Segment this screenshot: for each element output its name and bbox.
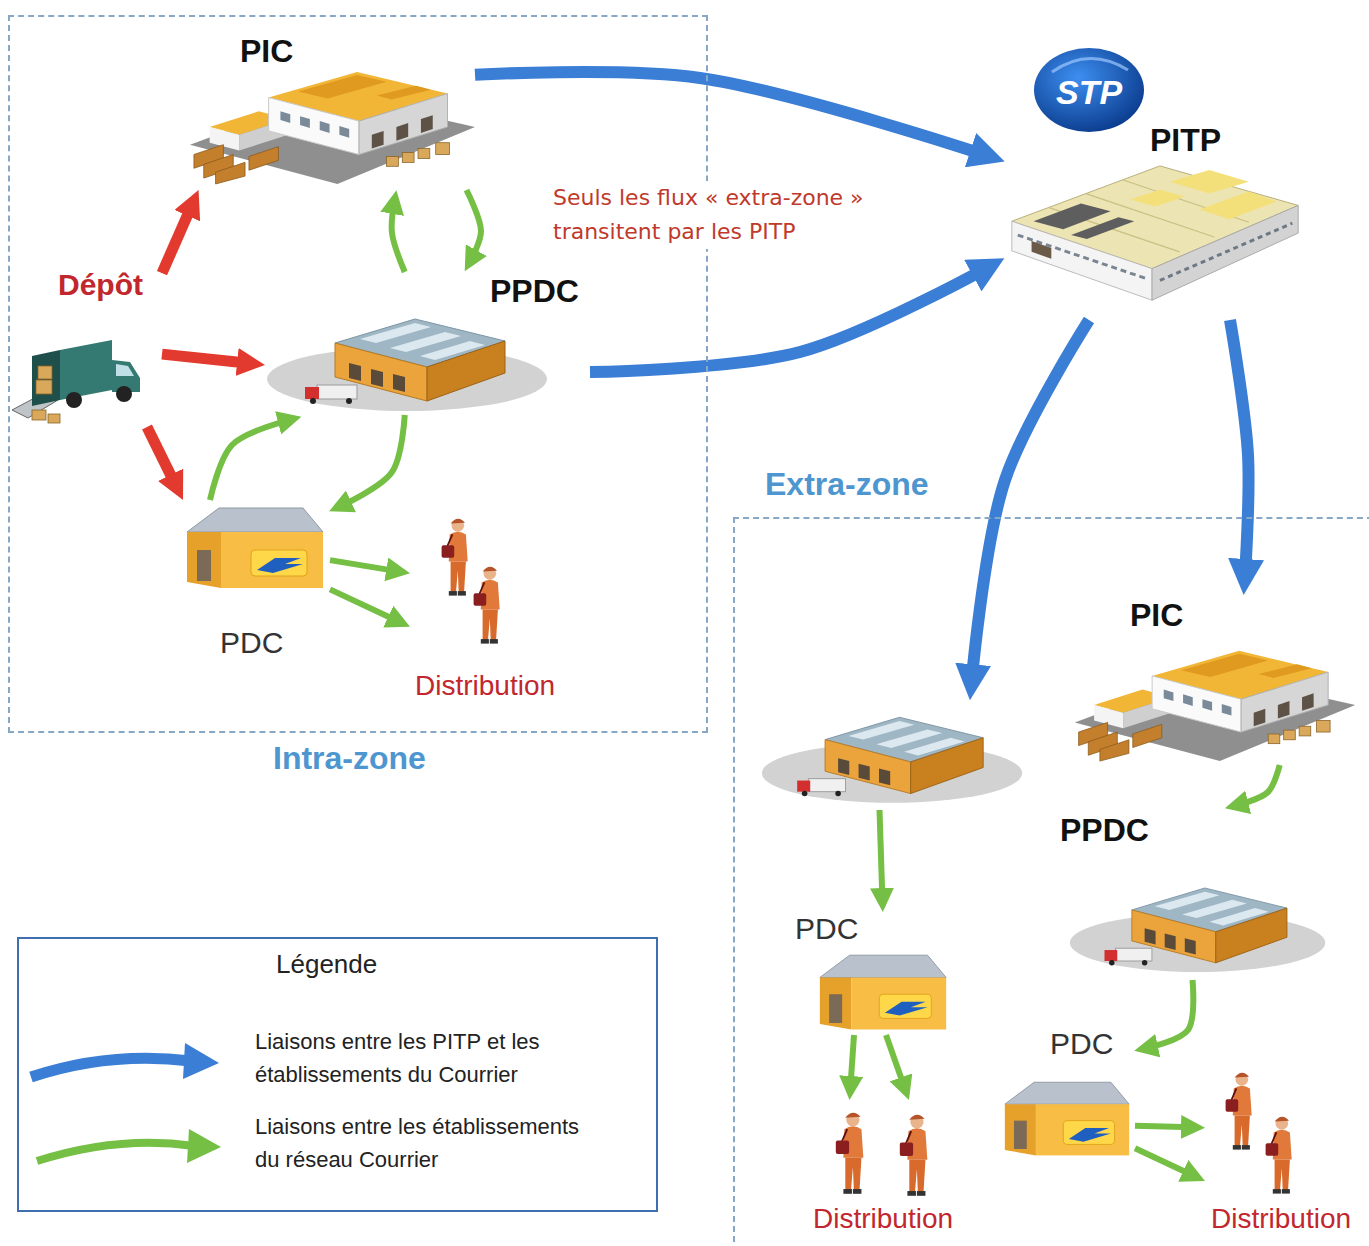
green-flow-arrow bbox=[1135, 1148, 1194, 1176]
green-flow-arrow bbox=[1135, 1126, 1193, 1128]
facility-node: PIC bbox=[190, 30, 475, 190]
green-flow-arrow bbox=[330, 560, 398, 571]
green-flow-arrow bbox=[880, 810, 883, 900]
red-flow-arrow bbox=[162, 203, 193, 273]
depot-node: Dépôt bbox=[12, 265, 162, 427]
postman-figure bbox=[1226, 1073, 1252, 1150]
green-flow-arrow bbox=[886, 1035, 905, 1089]
facility-label: PPDC bbox=[1060, 812, 1149, 849]
postman-figure bbox=[836, 1113, 864, 1194]
delivery-label: Distribution bbox=[813, 1203, 953, 1235]
extra-pic-figure bbox=[1075, 651, 1355, 761]
blue-flow-arrow bbox=[590, 267, 989, 372]
green-flow-arrow bbox=[466, 190, 481, 261]
delivery-node: Distribution bbox=[1205, 1060, 1362, 1238]
depot-truck-figure bbox=[12, 340, 140, 423]
zone-region: Intra-zonePICPPDCPDCDistributionDépôt bbox=[8, 15, 708, 733]
note-text: Seuls les flux « extra-zone » transitent… bbox=[549, 181, 977, 249]
stp-logo bbox=[1034, 48, 1144, 132]
logo-highlight bbox=[1052, 58, 1128, 72]
delivery-node: Distribution bbox=[805, 1100, 970, 1238]
green-flow-arrow bbox=[392, 202, 405, 272]
green-flow-arrow bbox=[1237, 765, 1280, 805]
post-office-node: PDC bbox=[1000, 1025, 1135, 1165]
post-office-label: PDC bbox=[795, 912, 858, 947]
legend-entry: Liaisons entre les établissements du rés… bbox=[255, 1110, 595, 1176]
intra-pic-figure bbox=[190, 72, 475, 184]
green-flow-arrow bbox=[210, 420, 290, 500]
postman-figure bbox=[442, 519, 468, 596]
green-flow-arrow bbox=[340, 415, 405, 506]
red-flow-arrow bbox=[162, 354, 251, 363]
green-arrow-sample bbox=[37, 1143, 194, 1161]
pitp-figure bbox=[1012, 166, 1298, 300]
post-office-node: PDC bbox=[790, 912, 950, 1035]
zone-label: Extra-zone bbox=[765, 466, 929, 503]
extra-platform-figure bbox=[762, 717, 1022, 803]
delivery-node: Distribution bbox=[410, 508, 572, 706]
extra-pdc-figure bbox=[1005, 1082, 1129, 1155]
delivery-label: Distribution bbox=[1211, 1203, 1351, 1235]
extra-ppdc-figure bbox=[1070, 888, 1325, 972]
legend-title: Légende bbox=[276, 950, 377, 980]
facility-node: PPDC bbox=[1055, 810, 1330, 980]
extra-pdc-figure bbox=[820, 955, 946, 1029]
logo-text: STP bbox=[1056, 73, 1122, 112]
blue-arrow-sample bbox=[31, 1058, 191, 1077]
depot-label: Dépôt bbox=[58, 268, 143, 303]
green-arrow-sample-head bbox=[187, 1129, 221, 1163]
postman-figure bbox=[900, 1115, 928, 1196]
post-office-label: PDC bbox=[1050, 1027, 1113, 1062]
postman-figure bbox=[474, 567, 500, 644]
facility-label: PIC bbox=[240, 33, 293, 70]
facility-label: PPDC bbox=[490, 273, 579, 310]
blue-flow-arrow bbox=[1230, 320, 1249, 577]
facility-label: PIC bbox=[1130, 597, 1183, 634]
post-office-label: PDC bbox=[220, 626, 283, 661]
zone-label: Intra-zone bbox=[273, 740, 426, 777]
delivery-label: Distribution bbox=[415, 670, 555, 702]
red-flow-arrow bbox=[147, 427, 177, 487]
legend-entry: Liaisons entre les PITP et les établisse… bbox=[255, 1025, 595, 1091]
hub-node: STP PITP bbox=[1005, 45, 1305, 320]
facility-node bbox=[758, 700, 1028, 810]
green-flow-arrow bbox=[850, 1035, 854, 1088]
post-office-node: PDC bbox=[180, 500, 330, 663]
blue-flow-arrow bbox=[475, 72, 988, 156]
intra-ppdc-figure bbox=[267, 319, 547, 411]
blue-arrow-sample-head bbox=[183, 1043, 219, 1079]
postman-figure bbox=[1266, 1117, 1292, 1194]
zone-region: Extra-zonePDCDistributionPICPPDCPDCDistr… bbox=[733, 517, 1369, 1246]
hub-label: PITP bbox=[1150, 122, 1221, 159]
green-flow-arrow bbox=[330, 589, 399, 621]
intra-pdc-figure bbox=[187, 508, 323, 588]
facility-node: PPDC bbox=[265, 272, 590, 415]
blue-flow-arrow bbox=[972, 320, 1089, 682]
facility-node: PIC bbox=[1068, 595, 1362, 765]
green-flow-arrow bbox=[1146, 980, 1193, 1048]
